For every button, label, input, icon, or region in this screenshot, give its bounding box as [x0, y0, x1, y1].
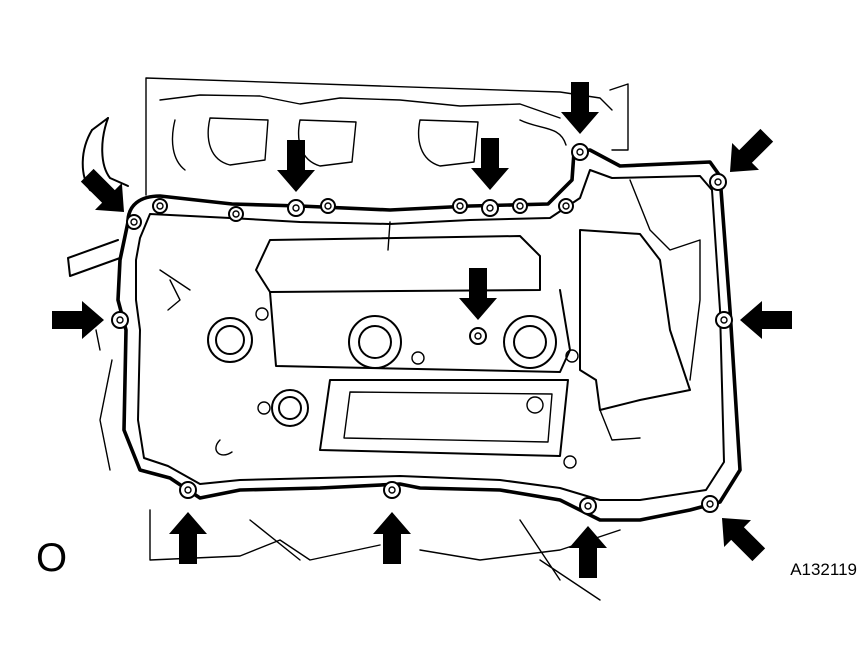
arrow-top-right-corner-icon [716, 121, 781, 186]
cylinder-head-cover [116, 148, 742, 522]
arrow-top-right-center-icon [471, 138, 509, 190]
arrow-top-rear-icon [561, 82, 599, 134]
bolt-indicator-arrows [52, 82, 792, 578]
arrow-right-middle-icon [740, 301, 792, 339]
figure-id-label: A132119 [790, 560, 857, 579]
arrow-bottom-center-icon [373, 512, 411, 564]
corner-mark: O [36, 536, 68, 580]
engine-block-outline [67, 77, 629, 601]
arrow-bottom-left-icon [169, 512, 207, 564]
bolts [111, 143, 733, 515]
arrow-top-left-center-icon [277, 140, 315, 192]
arrow-bottom-right-corner-icon [708, 504, 773, 569]
arrow-center-port-icon [459, 268, 497, 320]
arrow-bottom-right-icon [569, 526, 607, 578]
